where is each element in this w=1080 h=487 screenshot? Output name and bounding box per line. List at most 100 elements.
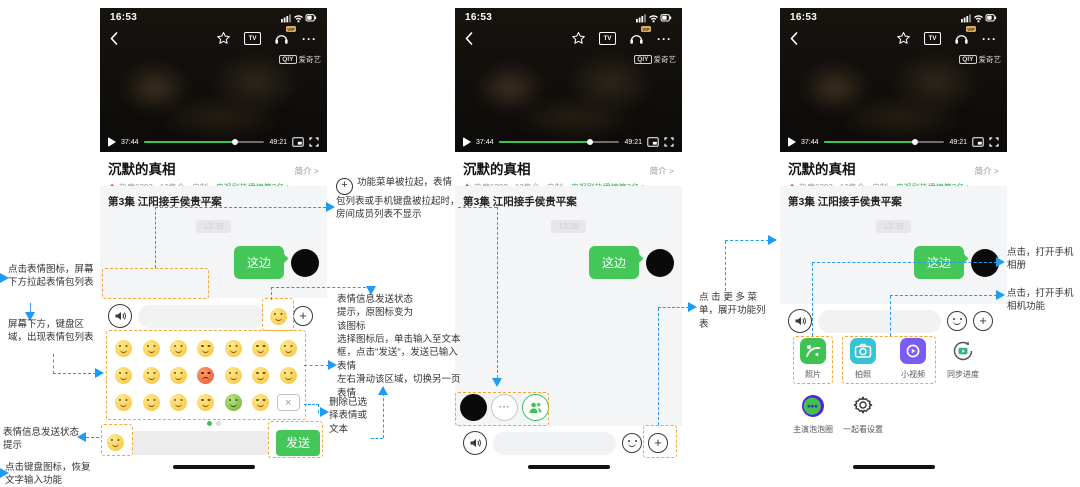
emoji-dizzy[interactable] xyxy=(252,394,270,411)
emoji-icon[interactable] xyxy=(622,433,642,453)
message-input[interactable] xyxy=(493,431,616,455)
voice-icon[interactable] xyxy=(463,431,487,455)
favorite-star-icon[interactable] xyxy=(896,31,911,46)
emoji-blush-sweat[interactable] xyxy=(170,367,188,384)
emoji-shy[interactable] xyxy=(142,394,160,411)
intro-link[interactable]: 简介 > xyxy=(649,166,674,176)
progress-bar[interactable] xyxy=(498,138,620,145)
flow-line xyxy=(658,307,689,308)
player-nav-bar: TV VIP ··· xyxy=(780,26,1007,46)
emoji-sleepy[interactable] xyxy=(279,340,297,357)
plus-icon[interactable] xyxy=(973,311,993,331)
emoji-sad-sweat[interactable] xyxy=(197,394,215,411)
cast-tv-icon[interactable]: TV xyxy=(244,32,261,45)
plus-icon[interactable] xyxy=(648,433,668,453)
menu-item-star-bubble[interactable]: 主演泡泡圈 xyxy=(788,393,838,435)
back-icon[interactable] xyxy=(465,32,473,45)
favorite-star-icon[interactable] xyxy=(571,31,586,46)
voice-icon[interactable] xyxy=(788,309,812,333)
pip-icon[interactable] xyxy=(292,137,304,147)
progress-bar[interactable] xyxy=(143,138,265,145)
more-options-icon[interactable]: ··· xyxy=(982,31,997,46)
menu-item-short-video[interactable]: 小视频 xyxy=(888,338,938,380)
emoji-smile[interactable] xyxy=(115,340,133,357)
status-icons xyxy=(281,13,317,23)
more-options-icon[interactable]: ··· xyxy=(657,31,672,46)
fullscreen-icon[interactable] xyxy=(664,137,674,147)
audio-mode-icon[interactable]: VIP xyxy=(274,26,296,45)
intro-link[interactable]: 简介 > xyxy=(974,166,999,176)
member-avatar[interactable] xyxy=(460,394,487,421)
progress-knob[interactable] xyxy=(587,138,594,145)
emoji-cry[interactable] xyxy=(252,340,270,357)
emoji-laugh-tears[interactable] xyxy=(142,367,160,384)
emoji-icon-selected[interactable] xyxy=(270,307,287,325)
highlight-box-camera-video xyxy=(842,336,936,384)
fullscreen-icon[interactable] xyxy=(989,137,999,147)
progress-bar[interactable] xyxy=(823,138,945,145)
total-time: 49:21 xyxy=(269,138,287,146)
emoji-wail[interactable] xyxy=(115,394,133,411)
player-controls: 37:44 49:21 xyxy=(788,137,999,147)
video-title: 沉默的真相 xyxy=(788,162,856,177)
menu-item-camera[interactable]: 拍照 xyxy=(838,338,888,380)
back-icon[interactable] xyxy=(790,32,798,45)
delete-key[interactable] xyxy=(276,394,300,411)
audio-mode-icon[interactable]: VIP xyxy=(629,26,651,45)
back-icon[interactable] xyxy=(110,32,118,45)
flow-line xyxy=(658,308,659,425)
voice-icon[interactable] xyxy=(108,304,132,328)
emoji-joy[interactable] xyxy=(224,367,242,384)
emoji-zipper-mouth[interactable] xyxy=(115,367,133,384)
menu-item-watch-settings[interactable]: 一起看设置 xyxy=(838,393,888,435)
episode-title: 第3集 江阳接手侯贵平案 xyxy=(463,196,577,208)
cast-tv-icon[interactable]: TV xyxy=(599,32,616,45)
members-group-icon[interactable] xyxy=(522,394,549,421)
emoji-astonished[interactable] xyxy=(252,367,270,384)
favorite-star-icon[interactable] xyxy=(216,31,231,46)
fullscreen-icon[interactable] xyxy=(309,137,319,147)
emoji-smirk-sweat[interactable] xyxy=(279,367,297,384)
annotation-member-list-hidden: 功能菜单被拉起，表情包列表或手机键盘被拉起时，房间成员列表不显示 xyxy=(336,176,460,222)
send-button[interactable]: 发送 xyxy=(276,429,320,456)
pip-icon[interactable] xyxy=(647,137,659,147)
emoji-smirk[interactable] xyxy=(142,340,160,357)
iqiyi-logo: QIY xyxy=(279,55,297,64)
flow-arrow xyxy=(77,432,86,442)
flow-arrow xyxy=(0,468,9,478)
annotation-open-album: 点击，打开手机相册 xyxy=(1007,247,1074,272)
message-input[interactable] xyxy=(138,304,264,328)
audio-mode-icon[interactable]: VIP xyxy=(954,26,976,45)
play-icon[interactable] xyxy=(108,137,116,147)
compose-field[interactable] xyxy=(132,430,268,455)
message-input[interactable] xyxy=(818,309,941,333)
progress-knob[interactable] xyxy=(232,138,239,145)
emoji-sick[interactable] xyxy=(224,394,242,411)
emoji-flushed[interactable] xyxy=(197,340,215,357)
intro-link[interactable]: 简介 > xyxy=(294,166,319,176)
chat-panel: 第3集 江阳接手侯贵平案 13:39 这边 xyxy=(455,186,682,426)
play-icon[interactable] xyxy=(463,137,471,147)
emoji-icon[interactable] xyxy=(947,311,967,331)
progress-knob[interactable] xyxy=(912,138,919,145)
pip-icon[interactable] xyxy=(972,137,984,147)
emoji-status-icon[interactable] xyxy=(107,434,124,451)
menu-item-sync-progress[interactable]: 同步进度 xyxy=(938,338,988,380)
send-bar: 发送 xyxy=(100,427,327,458)
emoji-cool[interactable] xyxy=(224,340,242,357)
menu-label: 小视频 xyxy=(901,370,925,379)
play-icon[interactable] xyxy=(788,137,796,147)
plus-icon[interactable] xyxy=(293,306,313,326)
emoji-angry[interactable] xyxy=(197,367,215,384)
more-options-icon[interactable]: ··· xyxy=(302,31,317,46)
member-more-icon[interactable]: ··· xyxy=(491,394,518,421)
chat-bubble: 这边 xyxy=(588,246,639,279)
emoji-grin[interactable] xyxy=(170,394,188,411)
menu-item-photos[interactable]: 照片 xyxy=(788,338,838,380)
cast-tv-icon[interactable]: TV xyxy=(924,32,941,45)
emoji-heart-eyes[interactable] xyxy=(170,340,188,357)
